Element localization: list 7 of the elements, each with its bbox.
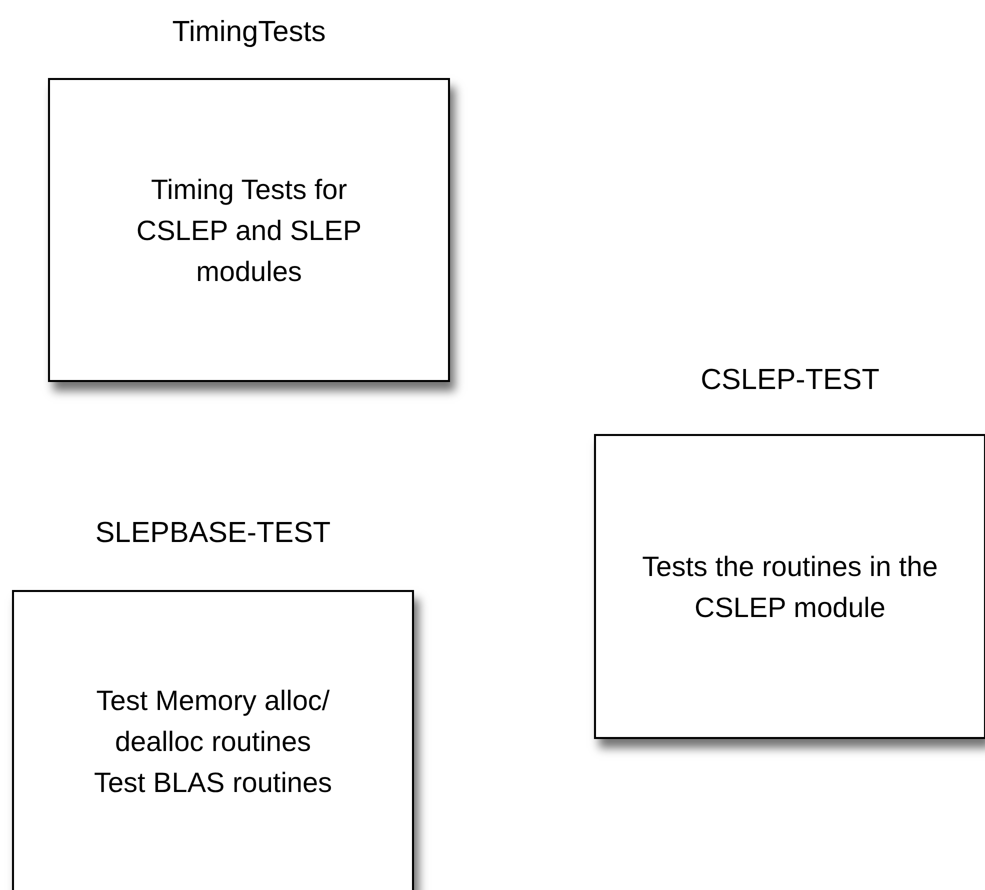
box-heading: CSLEP-TEST [700,363,880,397]
box-text: Test Memory alloc/ dealloc routines [95,684,331,759]
box-heading: SLEPBASE-TEST [95,516,331,550]
box-heading: TimingTests [172,15,326,49]
box-text: Test BLAS routines [94,766,332,800]
box-text: Tests the routines in the CSLEP module [641,550,939,624]
box-text: Timing Tests for CSLEP and SLEP modules [135,172,363,288]
